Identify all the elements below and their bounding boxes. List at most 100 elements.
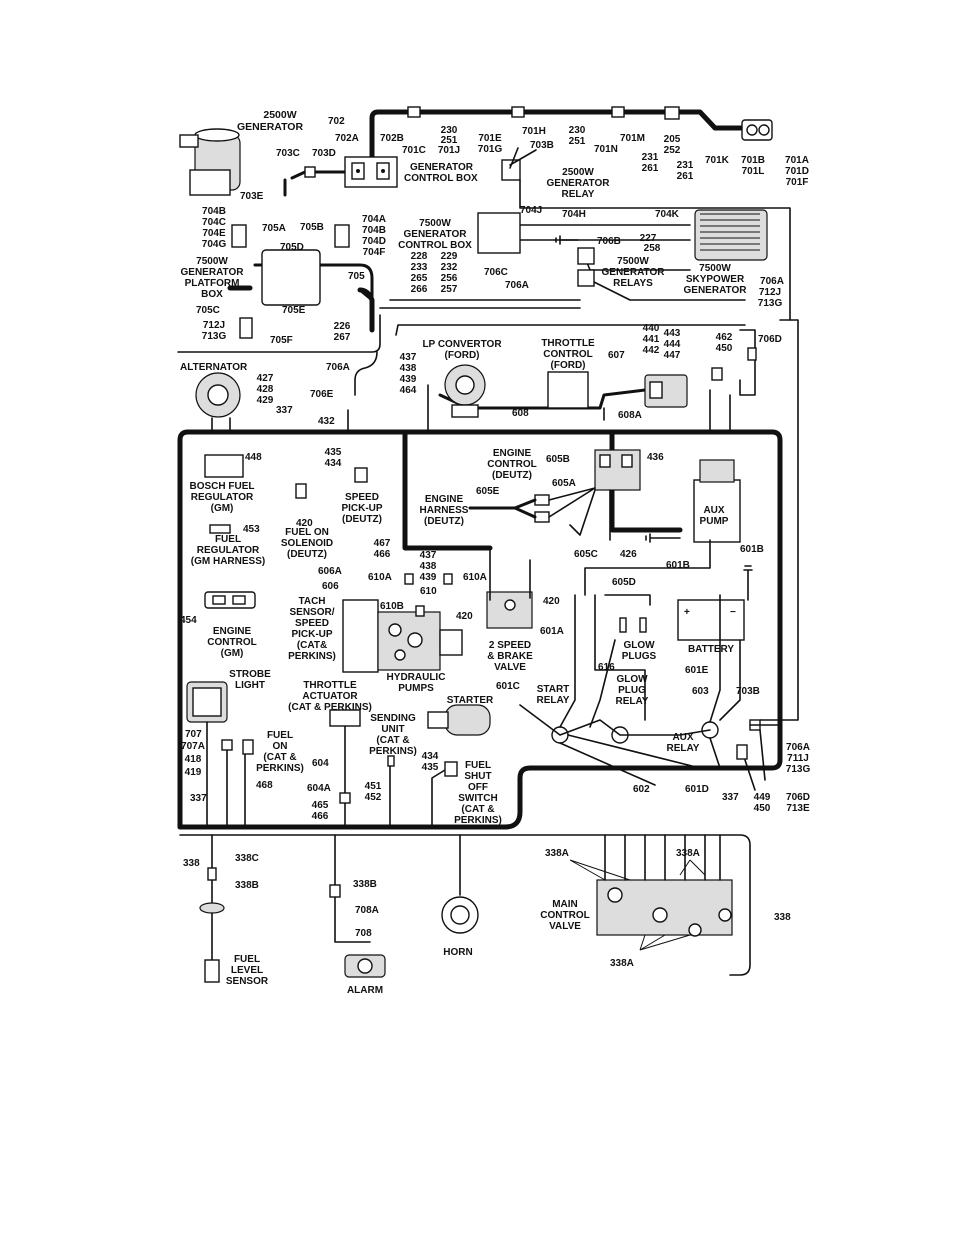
wire-label: 338C (235, 853, 259, 864)
wire-label: 601A (540, 626, 564, 637)
wire-label: 436 (647, 452, 664, 463)
wire-label: 606 (322, 581, 339, 592)
wire-label: 454 (180, 615, 197, 626)
wire-label: 701C (402, 145, 426, 156)
wire-label: 706A (505, 280, 529, 291)
wire-label: 420 (543, 596, 560, 607)
alarm-icon (344, 954, 386, 978)
wire-label: 610A (463, 572, 487, 583)
generator-2500w-icon (179, 128, 241, 196)
aux-pump-icon (584, 459, 741, 596)
connector-icon (404, 573, 414, 585)
component-shapes: + − (179, 106, 779, 828)
label-battery: BATTERY (688, 644, 734, 655)
wire-label: 605D (612, 577, 636, 588)
label-horn: HORN (443, 947, 472, 958)
wire-label: 432 (318, 416, 335, 427)
starter-icon (427, 704, 491, 736)
wire-label: 605E (476, 486, 500, 497)
connector-icon (747, 347, 757, 361)
wire-label: 704K (655, 209, 680, 220)
wire-label: 705D (280, 242, 304, 253)
wire-label: 703E (240, 191, 264, 202)
wire-label: 601B (740, 544, 764, 555)
glow-plugs-icon (594, 594, 651, 721)
wire-label: 610 (420, 586, 437, 597)
wire-label: 702A (335, 133, 359, 144)
relay-icon (577, 269, 595, 287)
fuel-level-sensor-icon (199, 902, 225, 983)
connector-icon (443, 573, 453, 585)
wire-label: 706E (310, 389, 334, 400)
wire-label: 701N (594, 144, 618, 155)
wire-label: 703B (736, 686, 760, 697)
generator-control-box-icon (344, 156, 398, 188)
speed-pickup-icon (354, 467, 368, 483)
tach-sensor-icon (342, 599, 379, 673)
connector-icon (534, 494, 550, 506)
connector-icon (534, 511, 550, 523)
lp-convertor-icon (444, 364, 486, 418)
connector-icon (711, 367, 723, 381)
svg-text:+: + (684, 607, 690, 618)
wire-label: 706A (326, 362, 350, 373)
top-harness (177, 109, 799, 721)
wire-label: 701K (705, 155, 730, 166)
label-starter: STARTER (447, 695, 494, 706)
wire-label: 605A (552, 478, 576, 489)
wire-label: 420 (456, 611, 473, 622)
wire-label: 338A (545, 848, 569, 859)
wire-label: 702B (380, 133, 404, 144)
label-alarm: ALARM (347, 985, 383, 996)
connector-icon (611, 106, 625, 118)
wire-label: 337 (276, 405, 293, 416)
wire-label: 601E (685, 665, 709, 676)
wire-label: 604A (307, 783, 331, 794)
relay-icon (577, 247, 595, 265)
wire-label: 338A (676, 848, 700, 859)
wire-label: 705 (348, 271, 365, 282)
wire-label: 705C (196, 305, 220, 316)
wire-label: 705E (282, 305, 306, 316)
wire-label: 601D (685, 784, 709, 795)
strobe-light-icon (186, 681, 228, 723)
wire-label: 706D (758, 334, 782, 345)
throttle-control-icon (547, 371, 589, 409)
connector-icon (415, 605, 425, 617)
wire-label: 705A (262, 223, 286, 234)
relay-2500w-icon (501, 159, 521, 181)
main-control-valve-icon (569, 834, 733, 951)
main-harness (177, 429, 783, 830)
wire-label: 337 (190, 793, 207, 804)
connector-icon (209, 524, 231, 534)
wire-label: 605B (546, 454, 570, 465)
